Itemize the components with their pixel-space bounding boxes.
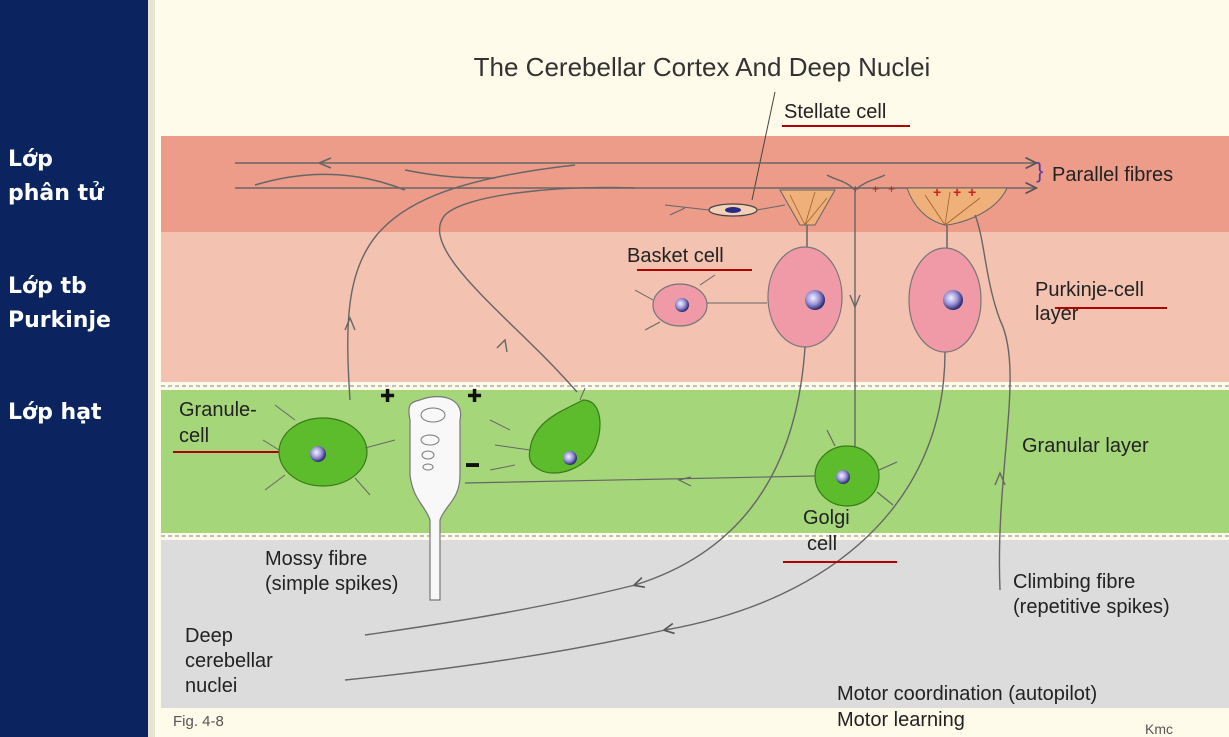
purkinje-nucleus bbox=[805, 290, 825, 310]
golgi-cell-label-2: cell bbox=[807, 533, 837, 555]
basket-cell-label: Basket cell bbox=[627, 245, 724, 267]
granule-nucleus bbox=[563, 451, 577, 465]
stellate-nucleus bbox=[725, 207, 741, 213]
mossy-fibre-label-2: (simple spikes) bbox=[265, 573, 398, 595]
molecular-layer-band bbox=[161, 136, 1229, 232]
stellate-cell-label: Stellate cell bbox=[784, 101, 886, 123]
mossy-fibre-rosette bbox=[408, 396, 462, 601]
basket-dendrites bbox=[634, 274, 767, 331]
axon-arrowhead bbox=[344, 316, 356, 331]
granule-dendrites bbox=[262, 404, 396, 496]
purkinje-dendrite-tree bbox=[779, 189, 836, 226]
purkinje-cell-1 bbox=[767, 246, 843, 348]
deep-nuclei-label-2: cerebellar bbox=[185, 650, 273, 672]
synapse-plus: + bbox=[872, 182, 879, 196]
deep-nuclei-label-1: Deep bbox=[185, 625, 233, 647]
rosette-vesicle bbox=[420, 434, 440, 446]
molecular-layer-label: Lớp phân tử bbox=[8, 147, 104, 206]
golgi-nucleus bbox=[836, 470, 850, 484]
climbing-fibre-label-2: (repetitive spikes) bbox=[1013, 596, 1170, 618]
purkinje-layer-label-2: layer bbox=[1035, 303, 1079, 325]
granule-axons bbox=[347, 164, 636, 401]
synapse-plus: + bbox=[933, 184, 941, 200]
purkinje-layer-label: Lớp tb Purkinje bbox=[8, 274, 111, 333]
rosette-vesicle bbox=[421, 450, 435, 460]
parallel-brace: } bbox=[1036, 158, 1043, 183]
granule-dendrites bbox=[489, 387, 586, 471]
rosette-vesicle bbox=[420, 407, 446, 423]
golgi-fibres bbox=[826, 174, 886, 450]
climbing-fibre-label-1: Climbing fibre bbox=[1013, 571, 1135, 593]
granule-cell-label-1: Granule- bbox=[179, 399, 257, 421]
axon-arrowhead bbox=[496, 338, 508, 353]
synapse-plus: + bbox=[888, 182, 895, 196]
rosette-vesicle bbox=[422, 463, 434, 471]
sidebar-edge bbox=[148, 0, 155, 737]
sidebar bbox=[0, 0, 148, 737]
stellate-dendrites bbox=[664, 204, 786, 216]
stellate-pointer bbox=[751, 91, 776, 201]
golgi-dendrites bbox=[464, 429, 898, 506]
dendrite-branches bbox=[789, 191, 981, 226]
excitatory-sign: ✚ bbox=[467, 386, 482, 406]
granular-layer-label: Lớp hạt bbox=[8, 400, 102, 425]
fibre-arrowhead bbox=[318, 157, 332, 169]
figure-number: Fig. 4-8 bbox=[173, 713, 224, 730]
golgi-cell-label-1: Golgi bbox=[803, 507, 850, 529]
mossy-fibre-label-1: Mossy fibre bbox=[265, 548, 367, 570]
inhibitory-sign: ▬ bbox=[466, 455, 479, 470]
golgi-arrowhead bbox=[677, 476, 692, 487]
granule-cell-2-body bbox=[528, 399, 601, 474]
purkinje-axons bbox=[344, 346, 946, 681]
deep-nuclei-label-3: nuclei bbox=[185, 675, 237, 697]
climbing-arrowhead bbox=[994, 471, 1006, 486]
diagram-title: The Cerebellar Cortex And Deep Nuclei bbox=[474, 52, 931, 82]
synapse-plus: + bbox=[968, 184, 976, 200]
motor-coordination-text: Motor coordination (autopilot) bbox=[837, 683, 1097, 705]
purkinje-nucleus bbox=[943, 290, 963, 310]
synapse-plus: + bbox=[953, 184, 961, 200]
signature: Kmc bbox=[1145, 721, 1173, 737]
climbing-fibre bbox=[974, 214, 1011, 591]
granular-layer-label: Granular layer bbox=[1022, 435, 1149, 457]
cerebellar-cortex-diagram: The Cerebellar Cortex And Deep Nuclei St… bbox=[161, 52, 1229, 737]
motor-learning-text: Motor learning bbox=[837, 709, 965, 731]
excitatory-sign: ✚ bbox=[380, 386, 395, 406]
granule-cell-label-2: cell bbox=[179, 425, 209, 447]
purkinje-layer-label-1: Purkinje-cell bbox=[1035, 279, 1144, 301]
granule-nucleus bbox=[310, 446, 326, 462]
basket-nucleus bbox=[675, 298, 689, 312]
parallel-fibres-label: Parallel fibres bbox=[1052, 164, 1173, 186]
golgi-arrowhead bbox=[849, 294, 861, 309]
